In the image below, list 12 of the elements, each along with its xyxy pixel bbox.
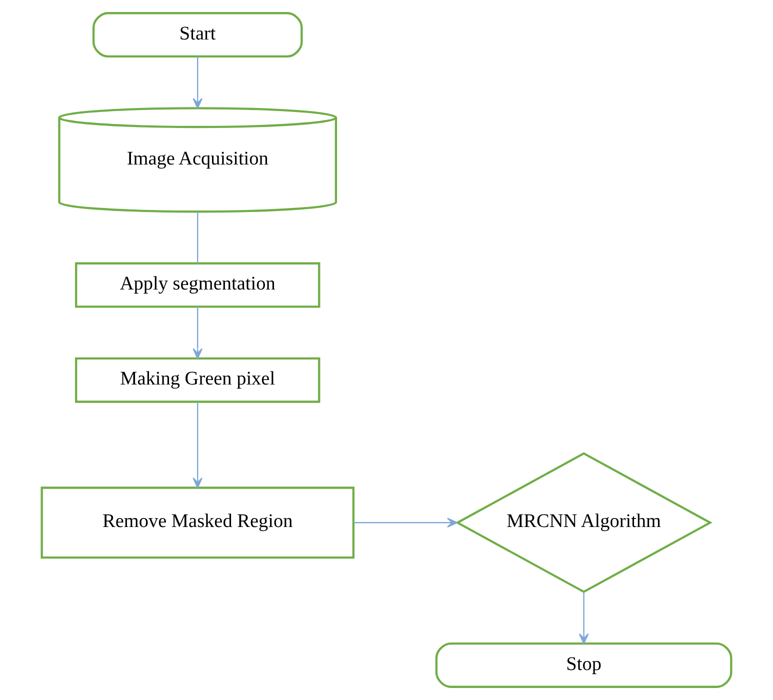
node-box: Start bbox=[92, 12, 303, 58]
node-box: Making Green pixel bbox=[75, 357, 320, 403]
connector bbox=[197, 212, 198, 264]
node-box: Apply segmentation bbox=[75, 262, 320, 308]
arrow bbox=[192, 56, 203, 109]
node-box: Remove Masked Region bbox=[40, 486, 354, 559]
arrow bbox=[192, 402, 203, 488]
arrow bbox=[354, 518, 458, 528]
arrow bbox=[192, 306, 203, 359]
node-diamond: MRCNN Algorithm bbox=[455, 452, 712, 594]
arrow bbox=[578, 592, 589, 644]
node-box: Stop bbox=[435, 642, 732, 688]
